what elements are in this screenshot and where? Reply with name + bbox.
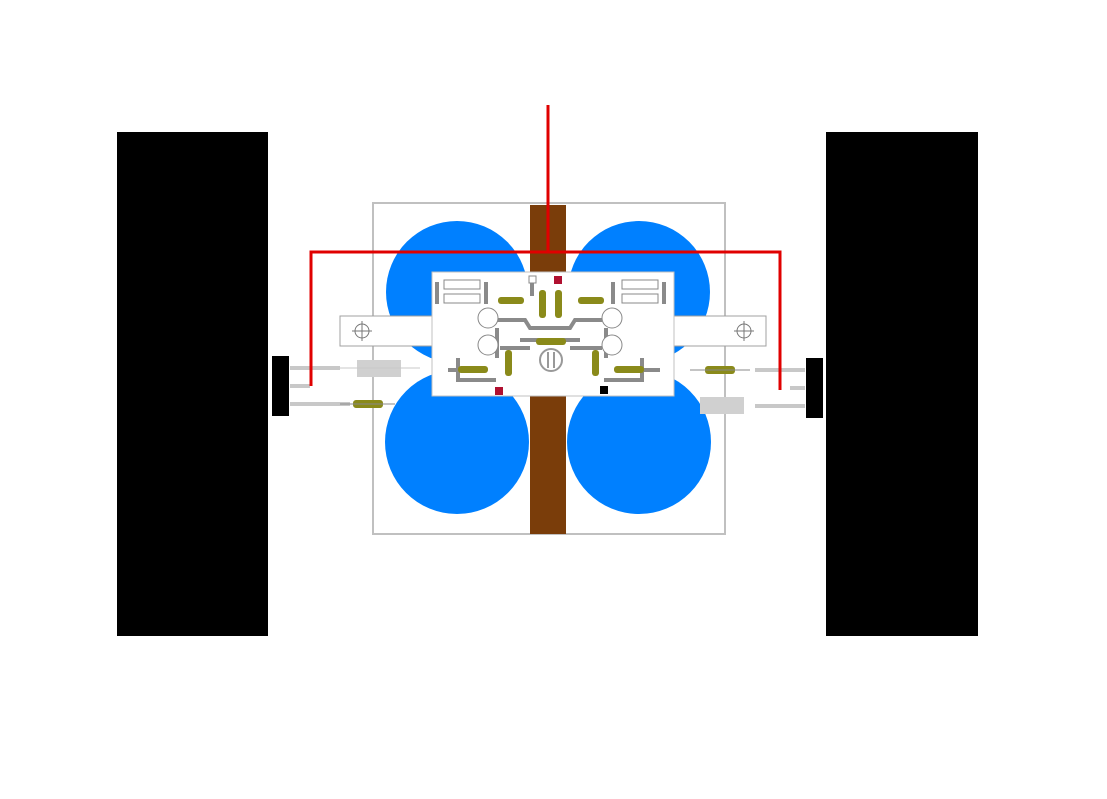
- trimmer-potentiometer: [539, 348, 563, 372]
- resistor: [578, 297, 604, 304]
- power-resistor: [621, 279, 659, 290]
- resistor: [505, 350, 512, 376]
- resistor: [536, 338, 566, 345]
- resistor: [458, 366, 488, 373]
- signal-resistors: [458, 290, 644, 376]
- transistors: [477, 307, 623, 356]
- pad-marker: [600, 386, 608, 394]
- capacitor-bottom-left: [385, 370, 529, 514]
- pad-marker: [528, 275, 537, 284]
- mounting-hole-icon: [734, 321, 754, 341]
- pad-marker: [554, 276, 562, 284]
- right-power-resistor: [700, 397, 744, 414]
- resistor: [614, 366, 644, 373]
- power-resistor: [621, 293, 659, 304]
- resistor: [539, 290, 546, 318]
- resistor: [555, 290, 562, 318]
- resistor: [592, 350, 599, 376]
- left-heatsink: [117, 132, 268, 636]
- right-terminal-block: [806, 358, 823, 418]
- supply-wiring: [309, 105, 782, 390]
- resistor: [498, 297, 524, 304]
- pad-marker: [495, 387, 503, 395]
- transistor: [601, 334, 623, 356]
- power-resistor: [443, 293, 481, 304]
- capacitor-bottom-right: [567, 370, 711, 514]
- right-heatsink: [826, 132, 978, 636]
- transistor: [477, 334, 499, 356]
- left-terminal-block: [272, 356, 289, 416]
- transistor: [477, 307, 499, 329]
- power-resistor: [443, 279, 481, 290]
- mounting-hole-icon: [352, 321, 372, 341]
- transistor: [601, 307, 623, 329]
- amplifier-pcb: [431, 271, 675, 397]
